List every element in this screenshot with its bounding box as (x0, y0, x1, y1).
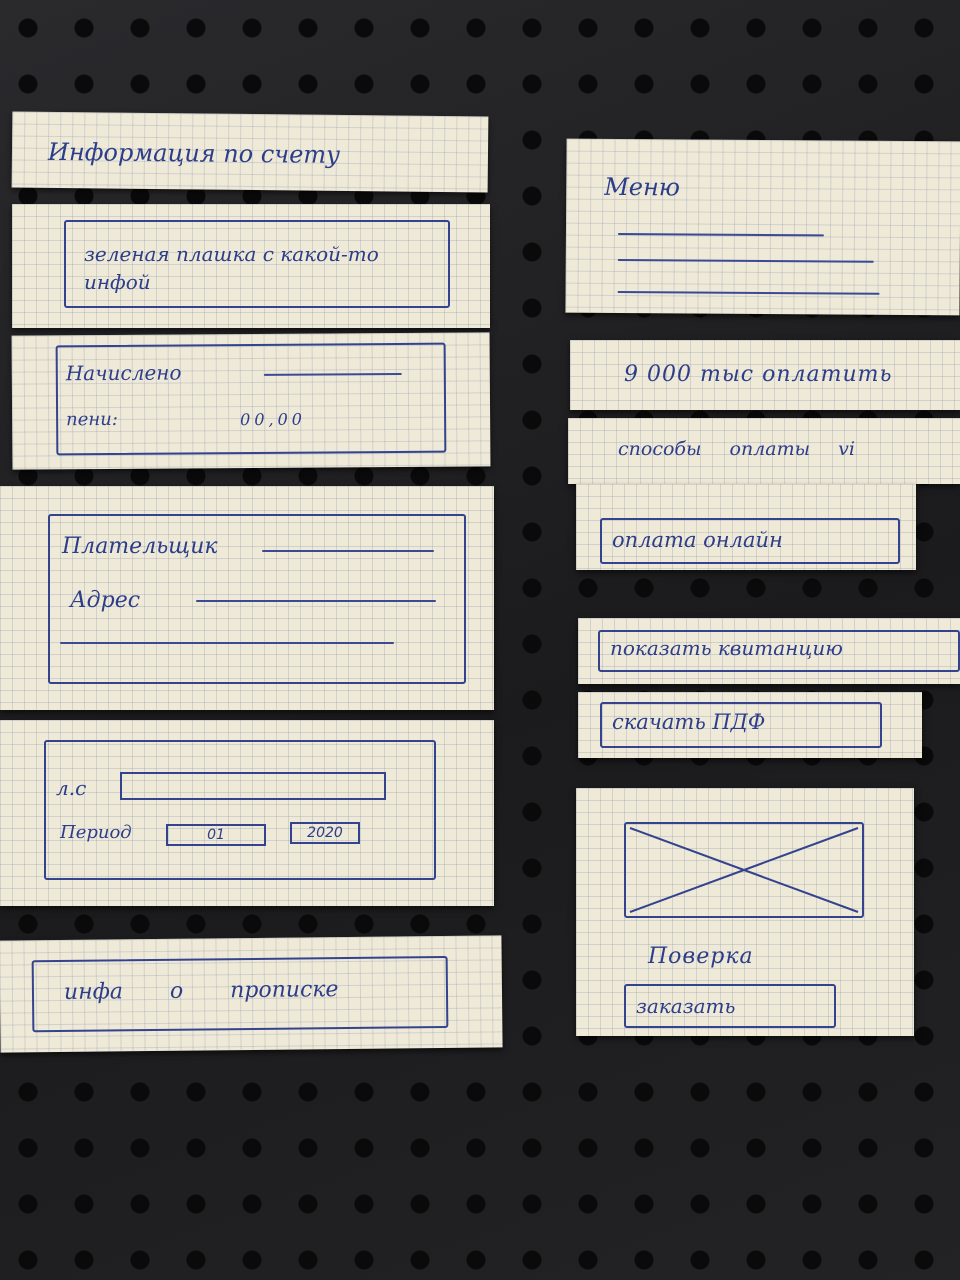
payment-methods-card: способы оплаты vi (568, 418, 960, 484)
payer-block (48, 514, 466, 684)
address-label: Адрес (70, 588, 141, 613)
account-filter-card: л.с Период 01 2020 (0, 720, 494, 906)
account-info-title-card: Информация по счету (11, 111, 489, 193)
accrued-label: Начислено (65, 360, 182, 386)
menu-item-2[interactable] (617, 258, 874, 263)
pay-online-button[interactable] (600, 518, 900, 564)
banner-card: зеленая плашка с какой-то инфой (12, 204, 490, 328)
download-pdf-card: скачать ПДФ (578, 692, 922, 758)
menu-title[interactable]: Меню (604, 172, 681, 202)
accrual-block (55, 342, 447, 456)
show-receipt-label: показать квитанцию (610, 636, 843, 660)
check-order-card: Поверка заказать (576, 788, 914, 1036)
amount-card: 9 000 тыс оплатить (570, 340, 960, 410)
account-filter-block (44, 740, 436, 880)
period-label: Период (60, 822, 132, 843)
menu-item-3[interactable] (617, 290, 880, 295)
info-banner (64, 220, 450, 308)
account-number-input[interactable] (120, 772, 386, 800)
show-receipt-button[interactable] (598, 630, 960, 672)
pay-online-card: оплата онлайн (576, 484, 916, 570)
penalty-label: пени: (66, 408, 118, 431)
period-year-select[interactable]: 2020 (290, 822, 360, 844)
pay-online-label: оплата онлайн (612, 528, 783, 552)
amount-to-pay: 9 000 тыс оплатить (624, 362, 893, 387)
show-receipt-card: показать квитанцию (578, 618, 960, 684)
order-button-label: заказать (636, 994, 736, 1018)
order-button[interactable] (624, 984, 836, 1028)
period-month-select[interactable]: 01 (166, 824, 266, 846)
penalty-value: 00,00 (240, 409, 307, 430)
payer-value-line (262, 550, 434, 552)
registration-card: инфа о прописке (0, 935, 503, 1053)
image-placeholder (624, 822, 864, 918)
payer-card: Плательщик Адрес (0, 486, 494, 710)
payment-methods-label: способы оплаты vi (618, 438, 855, 460)
address-value-line (196, 600, 436, 602)
image-placeholder-cross (629, 827, 859, 913)
address-second-line (60, 642, 394, 644)
menu-card: Меню (565, 138, 960, 316)
check-service-label: Поверка (648, 944, 754, 969)
info-banner-text: зеленая плашка с какой-то инфой (84, 242, 379, 294)
account-label: л.с (56, 776, 87, 800)
page-title: Информация по счету (47, 137, 341, 169)
download-pdf-button[interactable] (600, 702, 882, 748)
download-pdf-label: скачать ПДФ (612, 710, 766, 734)
menu-item-1[interactable] (617, 232, 824, 237)
payer-label: Плательщик (62, 534, 218, 559)
registration-info-text: инфа о прописке (63, 977, 339, 1005)
accrual-card: Начислено пени: 00,00 (11, 332, 491, 470)
